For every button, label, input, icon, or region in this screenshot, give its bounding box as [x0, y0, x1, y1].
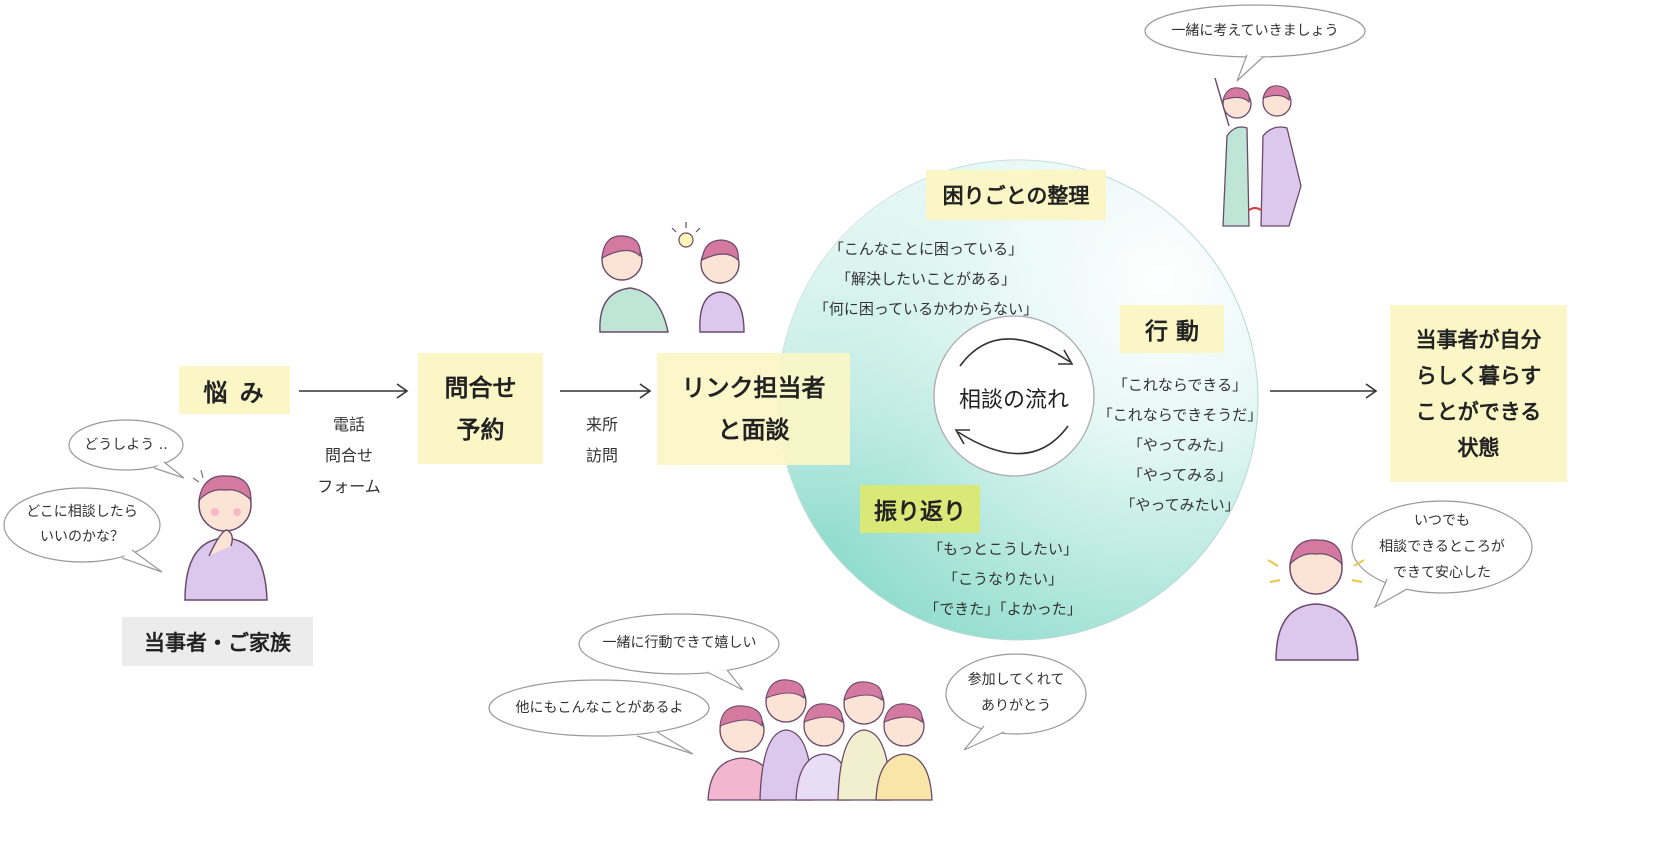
action-quote-3: 「やってみた」	[1127, 436, 1233, 454]
bottom-bubble-1-shape	[578, 613, 780, 691]
meeting-illustration	[599, 222, 745, 333]
group-people-illustration	[707, 679, 933, 801]
worry-label: 悩 み	[179, 366, 290, 414]
contact-title-line1: 問合せ	[444, 373, 517, 402]
review-quote-2: 「こうなりたい」	[942, 570, 1063, 588]
cycle-center-label: 相談の流れ	[958, 388, 1069, 413]
speech-text-1: どうしよう ..	[84, 437, 168, 453]
worried-person-illustration	[184, 469, 268, 601]
review-quotes: 「もっとこうしたい」 「こうなりたい」 「できた」「よかった」	[918, 534, 1088, 624]
speech-bubble-1	[68, 419, 185, 479]
review-label: 振り返り	[860, 485, 980, 533]
goal-speech-text: いつでも 相談できるところが できて安心した	[1347, 507, 1537, 587]
top-speech-text: 一緒に考えていきましょう	[1171, 23, 1339, 39]
relieved-person-illustration	[1267, 539, 1365, 661]
bottom-bubble-2: 他にもこんなことがあるよ	[515, 700, 684, 716]
action-quote-2: 「これならできそうだ」	[1097, 406, 1263, 424]
action-quote-1: 「これならできる」	[1112, 376, 1248, 394]
arrow-1	[299, 383, 409, 399]
goal-line-1: 当事者が自分	[1415, 327, 1542, 352]
bottom-bubble-2-shape	[488, 679, 710, 755]
interview-methods: 来所 訪問	[560, 409, 644, 471]
sorting-quote-3: 「何に困っているかわからない」	[813, 300, 1039, 318]
goal-line-2: らしく暮らす	[1415, 363, 1542, 388]
speech-text-2: どこに相談したら いいのかな？	[2, 500, 162, 550]
interview-title-line2: と面談	[717, 416, 790, 444]
arrow-2	[560, 383, 652, 399]
contact-method-form: フォーム	[317, 477, 381, 496]
goal-line-4: 状態	[1457, 435, 1500, 460]
bottom-bubble-3-shape	[945, 653, 1087, 751]
action-quote-4: 「やってみる」	[1127, 466, 1233, 484]
bottom-bubble-1: 一緒に行動できて嬉しい	[602, 635, 757, 651]
contact-method-inquiry: 問合せ	[324, 446, 373, 465]
interview-method-visit: 来所	[585, 415, 618, 434]
two-people-walking-illustration	[1214, 77, 1302, 227]
review-quote-3: 「できた」「よかった」	[924, 600, 1082, 618]
action-quote-5: 「やってみたい」	[1120, 496, 1240, 514]
sorting-quote-1: 「こんなことに困っている」	[828, 240, 1024, 258]
contact-methods: 電話 問合せ フォーム	[299, 409, 399, 502]
goal-speech-line-2: 相談できるところが	[1379, 539, 1505, 555]
goal-speech-line-3: できて安心した	[1393, 565, 1491, 581]
speech-text-2-line1: どこに相談したら	[26, 504, 138, 520]
interview-method-outreach: 訪問	[585, 446, 618, 465]
action-quotes: 「これならできる」 「これならできそうだ」 「やってみた」 「やってみる」 「や…	[1095, 370, 1265, 520]
action-label: 行 動	[1120, 305, 1224, 353]
speech-bubble-2	[3, 487, 163, 573]
interview-title-line1: リンク担当者	[681, 374, 826, 402]
contact-title-line2: 予約	[456, 415, 505, 444]
review-quote-1: 「もっとこうしたい」	[927, 540, 1078, 558]
interview-box: リンク担当者 と面談	[657, 353, 850, 465]
bottom-bubble-3: 参加してくれて ありがとう	[944, 662, 1088, 724]
bottom-bubble-3-line2: ありがとう	[981, 698, 1051, 714]
goal-speech-line-1: いつでも	[1414, 513, 1470, 529]
goal-line-3: ことができる	[1415, 399, 1542, 424]
contact-method-phone: 電話	[332, 415, 365, 434]
bottom-bubble-3-line1: 参加してくれて	[967, 672, 1065, 688]
speech-text-2-line2: いいのかな？	[40, 529, 124, 545]
contact-box: 問合せ 予約	[418, 353, 543, 464]
top-speech-bubble	[1144, 4, 1366, 82]
person-label: 当事者・ご家族	[122, 617, 313, 666]
sorting-label: 困りごとの整理	[926, 170, 1106, 220]
goal-box: 当事者が自分 らしく暮らす ことができる 状態	[1390, 305, 1567, 482]
goal-speech-bubble	[1351, 500, 1533, 609]
sorting-quotes: 「こんなことに困っている」 「解決したいことがある」 「何に困っているかわからな…	[806, 234, 1046, 324]
arrow-3	[1270, 383, 1378, 399]
sorting-quote-2: 「解決したいことがある」	[835, 270, 1016, 288]
